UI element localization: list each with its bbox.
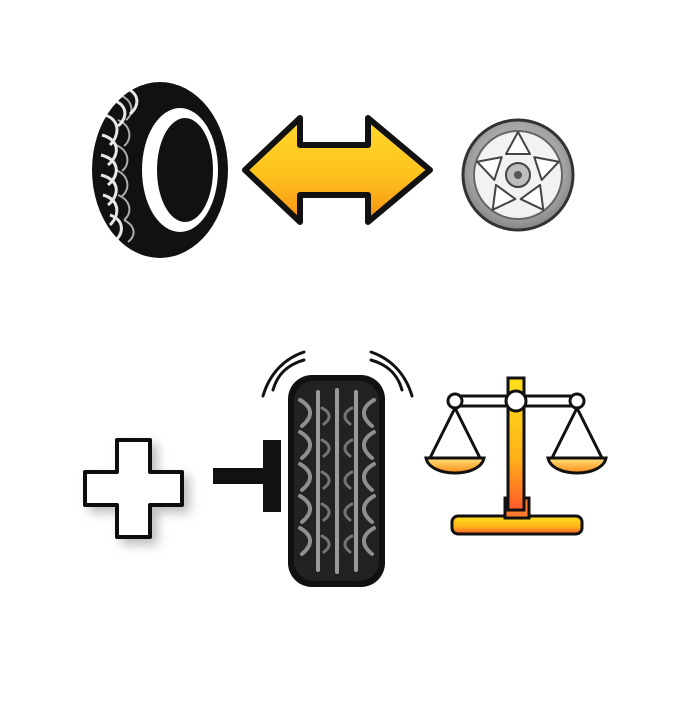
wheel-balancing-icon <box>213 350 414 587</box>
plus-icon <box>83 438 184 539</box>
double-arrow-icon <box>242 115 433 225</box>
tire-side-icon <box>92 82 228 258</box>
alloy-rim-icon <box>461 118 575 232</box>
balance-scale-icon <box>424 376 608 536</box>
